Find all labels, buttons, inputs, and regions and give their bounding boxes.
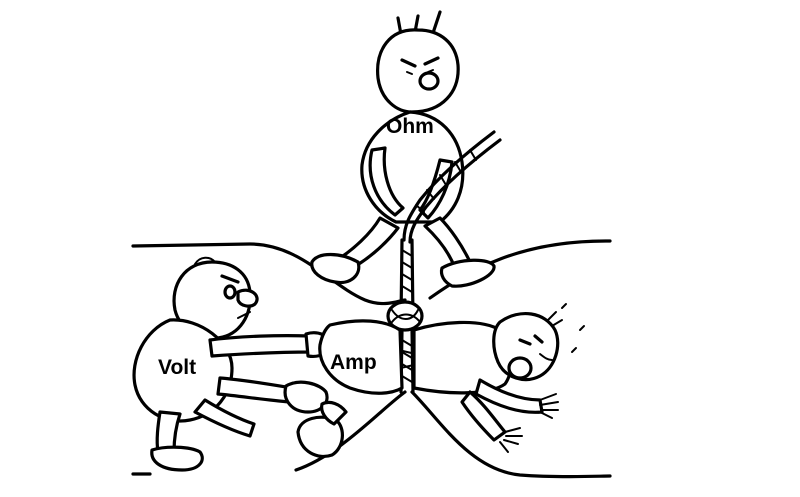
amp-label: Amp xyxy=(330,351,377,374)
rope-knot xyxy=(386,300,424,332)
amp-character: Amp xyxy=(296,303,585,458)
volt-label: Volt xyxy=(158,356,196,379)
ohm-label: Ohm xyxy=(386,115,434,138)
pipe xyxy=(131,239,612,479)
volt-character: Volt xyxy=(132,256,334,472)
